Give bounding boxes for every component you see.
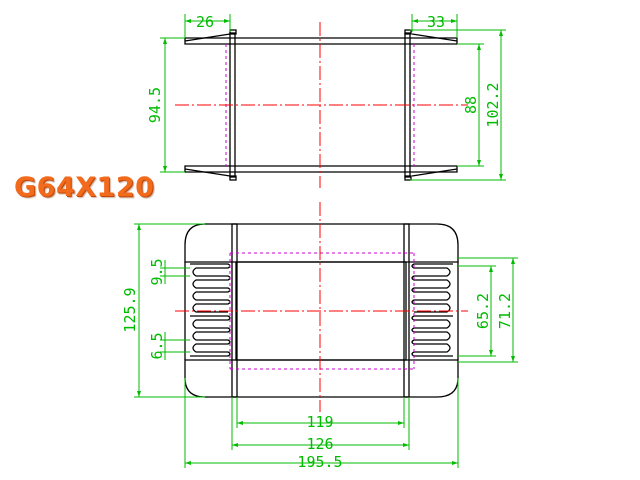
dim-front-outer-span: 71.2 — [496, 293, 514, 329]
front-top-plate — [184, 223, 459, 263]
top-right-pin-bottom — [404, 175, 412, 181]
dim-top-right-flange: 33 — [427, 13, 445, 31]
bottom-flange-bevel-left — [184, 168, 231, 177]
top-view-centerlines — [175, 22, 468, 188]
top-left-pin-bottom — [229, 175, 237, 181]
dim-top-left-flange: 26 — [196, 13, 214, 31]
top-right-pin-top — [404, 29, 412, 35]
right-comb — [411, 262, 459, 360]
dimension-labels: 26 33 94.5 88 102.2 125.9 9.5 6.5 65.2 7… — [121, 13, 514, 471]
dim-front-slot-lower: 6.5 — [148, 332, 166, 359]
dim-front-middle-width: 126 — [306, 435, 333, 453]
dim-front-inner-width: 119 — [306, 413, 333, 431]
front-bottom-plate — [184, 359, 459, 398]
top-view — [184, 29, 458, 181]
front-view — [184, 223, 459, 398]
top-left-pin-top — [229, 29, 237, 35]
dim-front-overall-width: 195.5 — [297, 453, 342, 471]
dim-front-slot-upper: 9.5 — [148, 258, 166, 285]
top-flange-top — [184, 37, 458, 45]
dim-front-inner-span: 65.2 — [474, 293, 492, 329]
bottom-flange-bevel-right — [411, 168, 458, 177]
dimension-arrows — [137, 19, 515, 465]
front-view-centerlines — [175, 202, 468, 412]
dimension-lines — [134, 14, 518, 468]
part-number-title: G64X120 — [14, 172, 155, 203]
dim-front-overall-height: 125.9 — [121, 287, 139, 332]
dim-top-inner-height: 88 — [462, 96, 480, 114]
front-view-hidden-lines — [229, 252, 415, 370]
dim-top-outer-height: 94.5 — [146, 87, 164, 123]
dim-top-overall-height: 102.2 — [484, 82, 502, 127]
top-flange-bevel-right — [411, 33, 458, 42]
top-flange-bevel-left — [184, 33, 231, 42]
top-flange-bottom — [184, 165, 458, 173]
